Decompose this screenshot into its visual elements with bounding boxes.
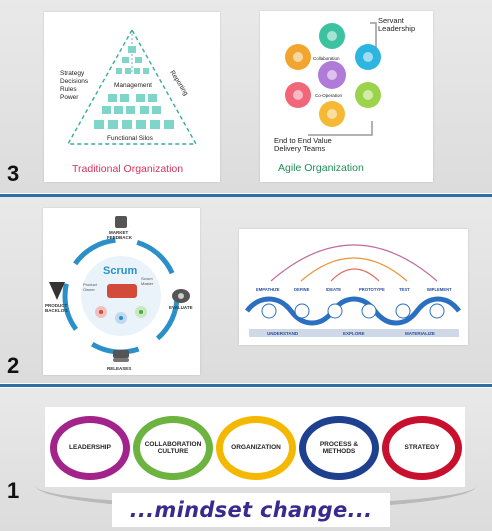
pillar-label-collaboration-culture: COLLABORATION CULTURE [144, 440, 202, 455]
pillar-label-organization: ORGANIZATION [231, 444, 281, 452]
product-owner-line-1: Owner [83, 287, 95, 292]
step-label-4: TEST [399, 287, 410, 292]
pillar-leadership: LEADERSHIP [50, 416, 130, 480]
hierarchy-triangle [66, 28, 198, 145]
pillar-collaboration-culture: COLLABORATION CULTURE [133, 416, 213, 480]
evaluate-label: EVALUATE [169, 305, 193, 310]
thumbs-up-icon [115, 216, 127, 228]
reporting-label: Reporting [168, 69, 189, 97]
servant-line-0: Servant [378, 16, 405, 25]
management-label: Management [114, 82, 152, 89]
traditional-organization-diagram: Strategy Decisions Rules Power Managemen… [60, 28, 198, 175]
role-boxes [94, 46, 174, 129]
releases-stack-icon [113, 350, 129, 362]
agile-organization-card: Servant Leadership Collaboration Co-Oper… [260, 11, 433, 182]
agile-caption: Agile Organization [278, 162, 364, 174]
team-clusters [95, 306, 147, 324]
step-label-0: EMPATHIZE [256, 287, 280, 292]
test-icon [395, 303, 411, 319]
mindset-change-banner: ...mindset change... [112, 493, 390, 527]
product-owner-line-0: Product [83, 282, 98, 287]
market-feedback-line-1: FEEDBACK [107, 235, 133, 240]
step-label-5: IMPLEMENT [427, 287, 452, 292]
prototype-icon [361, 303, 377, 319]
left-line-1: Decisions [60, 78, 89, 85]
functional-silos-label: Functional Silos [107, 135, 154, 142]
phase-label-1: EXPLORE [343, 331, 365, 336]
pillar-strategy: STRATEGY [382, 416, 462, 480]
process-wave [245, 296, 461, 326]
left-line-3: Power [60, 94, 79, 101]
section-2-number: 2 [7, 353, 20, 378]
pillar-label-process-methods: PROCESS & METHODS [319, 440, 359, 455]
servant-line-1: Leadership [378, 24, 415, 33]
scrum-master-line-0: Scrum [141, 276, 153, 281]
step-label-3: PROTOTYPE [359, 287, 385, 292]
phase-label-2: MATERIALIZE [405, 331, 435, 336]
design-thinking-diagram: EMPATHIZE DEFINE IDEATE PROTOTYPE TEST I… [245, 244, 461, 337]
scrum-card: Scrum Product Owner Scrum Master MARKET [43, 208, 200, 375]
step-icons [261, 303, 445, 319]
divider-bottom [0, 384, 492, 387]
eye-icon [172, 289, 190, 303]
step-label-1: DEFINE [294, 287, 310, 292]
end-to-end-line-1: Delivery Teams [274, 144, 325, 153]
releases-label: RELEASES [107, 366, 131, 371]
scrum-team-icon [107, 284, 137, 298]
traditional-caption: Traditional Organization [72, 163, 183, 175]
agile-organization-diagram: Servant Leadership Collaboration Co-Oper… [274, 16, 415, 174]
iteration-arcs [270, 244, 438, 282]
cooperation-label: Co-Operation [315, 93, 343, 98]
left-line-0: Strategy [60, 70, 85, 77]
market-feedback-line-0: MARKET [109, 230, 128, 235]
end-to-end-line-0: End to End Value [274, 136, 332, 145]
implement-icon [429, 303, 445, 319]
pillar-label-leadership: LEADERSHIP [69, 444, 111, 452]
left-line-2: Rules [60, 86, 77, 93]
section-3-number: 3 [7, 161, 20, 186]
mindset-change-text: ...mindset change... [129, 498, 373, 522]
traditional-organization-card: Strategy Decisions Rules Power Managemen… [44, 12, 220, 182]
ideate-icon [327, 303, 343, 319]
pillar-process-methods: PROCESS & METHODS [299, 416, 379, 480]
design-thinking-card: EMPATHIZE DEFINE IDEATE PROTOTYPE TEST I… [239, 229, 468, 345]
scrum-diagram: Scrum Product Owner Scrum Master MARKET [45, 216, 193, 371]
pillar-organization: ORGANIZATION [216, 416, 296, 480]
phase-label-0: UNDERSTAND [267, 331, 299, 336]
scrum-master-line-1: Master [141, 281, 154, 286]
backlog-funnel-icon [49, 282, 65, 300]
empathize-icon [261, 303, 277, 319]
pillar-label-strategy: STRATEGY [404, 444, 440, 452]
define-icon [294, 303, 310, 319]
collaboration-label: Collaboration [313, 56, 340, 61]
product-backlog-line-1: BACKLOG [45, 308, 68, 313]
section-1-number: 1 [7, 478, 20, 503]
scrum-title: Scrum [103, 265, 137, 277]
step-label-2: IDEATE [326, 287, 341, 292]
divider-top [0, 194, 492, 197]
product-backlog-line-0: PRODUCT [45, 303, 68, 308]
